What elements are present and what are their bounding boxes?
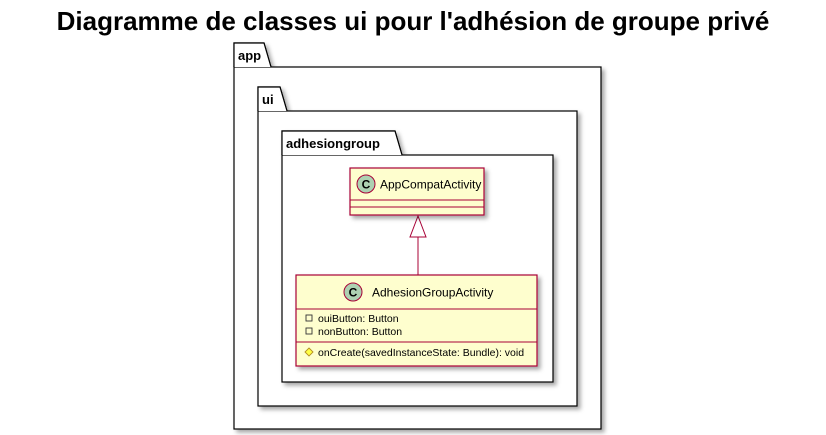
class-stereotype-letter: C: [362, 178, 371, 192]
class-name-adhesiongroupactivity: AdhesionGroupActivity: [372, 286, 493, 300]
class-appcompatactivity: C AppCompatActivity: [349, 167, 485, 216]
class-name-appcompatactivity: AppCompatActivity: [380, 178, 481, 192]
private-visibility-icon: [305, 327, 313, 335]
diagram-title: Diagramme de classes ui pour l'adhésion …: [57, 6, 770, 36]
method-oncreate: onCreate(savedInstanceState: Bundle): vo…: [318, 347, 524, 359]
package-label-adhesiongroup: adhesiongroup: [286, 136, 380, 151]
class-stereotype-letter: C: [349, 286, 358, 300]
inheritance-arrow: [409, 214, 427, 275]
private-visibility-icon: [305, 314, 313, 322]
class-circle-icon: [343, 282, 363, 302]
attribute-ouibutton: ouiButton: Button: [318, 313, 399, 325]
package-label-app: app: [238, 48, 261, 63]
protected-visibility-icon: [304, 347, 314, 357]
class-circle-icon: [356, 174, 376, 194]
package-label-ui: ui: [262, 92, 274, 107]
class-adhesiongroupactivity: C AdhesionGroupActivity ouiButton: Butto…: [295, 274, 538, 367]
attribute-nonbutton: nonButton: Button: [318, 326, 402, 338]
